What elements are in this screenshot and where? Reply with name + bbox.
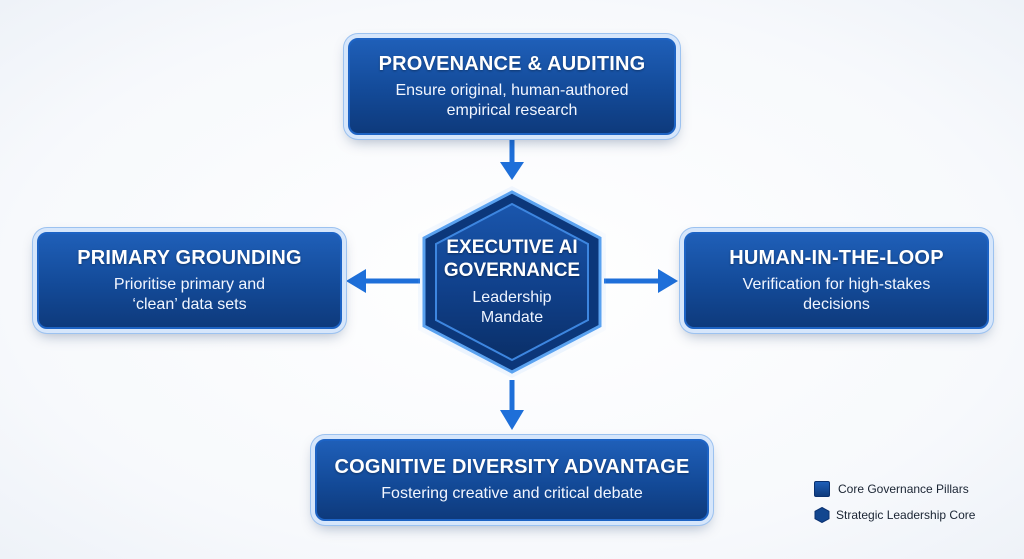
pillar-title: HUMAN-IN-THE-LOOP xyxy=(729,246,944,269)
hexagon-icon xyxy=(814,507,830,523)
center-hexagon xyxy=(418,186,606,378)
pillar-title: PRIMARY GROUNDING xyxy=(77,246,302,269)
pillar-description: Ensure original, human-authored empirica… xyxy=(395,81,629,119)
legend-label: Strategic Leadership Core xyxy=(836,508,976,522)
arrow-to-right-pillar xyxy=(604,269,678,293)
legend-item-core: Strategic Leadership Core xyxy=(814,506,975,524)
center-subtitle: Leadership Mandate xyxy=(472,289,552,326)
arrow-to-bottom-pillar xyxy=(500,380,524,430)
center-hexagon-text: EXECUTIVE AI GOVERNANCE Leadership Manda… xyxy=(412,184,612,380)
legend: Core Governance Pillars Strategic Leader… xyxy=(814,480,975,532)
pillar-cognitive-diversity: COGNITIVE DIVERSITY ADVANTAGE Fostering … xyxy=(315,439,709,521)
square-icon xyxy=(814,481,830,497)
pillar-human-in-the-loop: HUMAN-IN-THE-LOOP Verification for high-… xyxy=(684,232,989,329)
pillar-description: Fostering creative and critical debate xyxy=(381,485,643,502)
pillar-primary-grounding: PRIMARY GROUNDING Prioritise primary and… xyxy=(37,232,342,329)
arrow-to-top-center xyxy=(500,137,524,180)
pillar-title: COGNITIVE DIVERSITY ADVANTAGE xyxy=(334,456,690,478)
legend-item-pillars: Core Governance Pillars xyxy=(814,480,975,498)
pillar-description: Verification for high-stakes decisions xyxy=(742,275,931,313)
pillar-title: PROVENANCE & AUDITING xyxy=(378,52,646,75)
pillar-provenance-auditing: PROVENANCE & AUDITING Ensure original, h… xyxy=(348,38,676,135)
arrow-to-left-pillar xyxy=(346,269,420,293)
pillar-description: Prioritise primary and ‘clean’ data sets xyxy=(113,275,266,313)
legend-label: Core Governance Pillars xyxy=(838,482,969,496)
center-title: EXECUTIVE AI GOVERNANCE xyxy=(443,237,581,281)
